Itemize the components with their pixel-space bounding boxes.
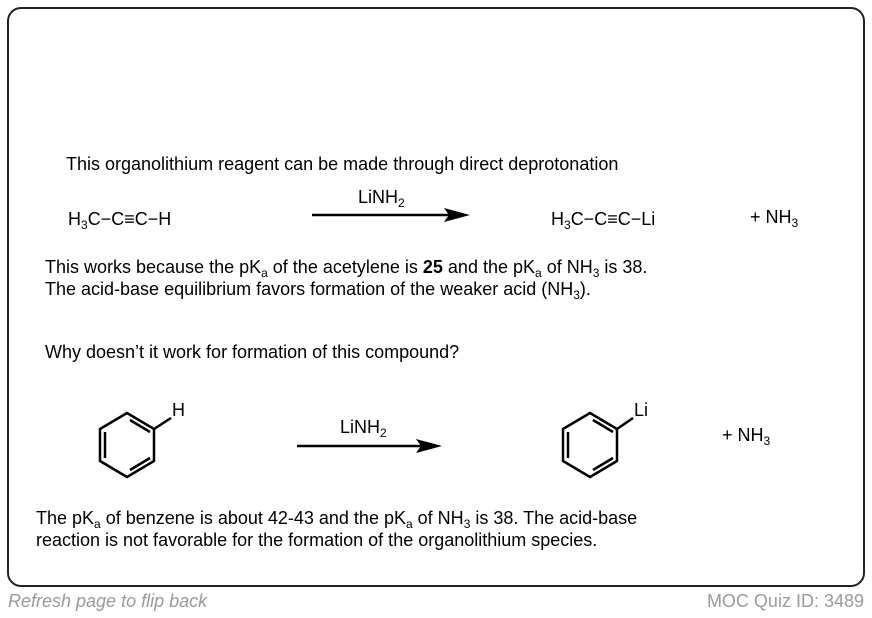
reagent-1: LiNH2 bbox=[358, 187, 405, 210]
arrowhead-1 bbox=[444, 208, 470, 222]
reagent-2: LiNH2 bbox=[340, 417, 387, 440]
explanation-1-line2: The acid-base equilibrium favors formati… bbox=[45, 279, 591, 302]
phenyllithium-li-label: Li bbox=[634, 400, 649, 420]
intro-text: This organolithium reagent can be made t… bbox=[66, 154, 619, 174]
quiz-id: MOC Quiz ID: 3489 bbox=[706, 591, 864, 611]
explanation-2-line2: reaction is not favorable for the format… bbox=[36, 530, 598, 550]
benzene-ring-reactant bbox=[98, 411, 172, 479]
explanation-1-line1: This works because the pKa of the acetyl… bbox=[45, 257, 648, 280]
arrowhead-2 bbox=[416, 439, 442, 453]
benzene-h-label: H bbox=[172, 400, 185, 420]
question-text: Why doesn’t it work for formation of thi… bbox=[45, 342, 460, 362]
byproduct-1: + NH3 bbox=[750, 207, 799, 230]
product-propynyllithium: H3C−C≡C−Li bbox=[551, 209, 656, 232]
benzene-ring-product bbox=[561, 411, 634, 479]
reactant-propyne: H3C−C≡C−H bbox=[68, 209, 172, 232]
flip-back-hint: Refresh page to flip back bbox=[8, 591, 208, 611]
byproduct-2: + NH3 bbox=[722, 425, 771, 448]
quiz-card[interactable] bbox=[7, 7, 865, 587]
explanation-2-line1: The pKa of benzene is about 42-43 and th… bbox=[36, 508, 638, 531]
